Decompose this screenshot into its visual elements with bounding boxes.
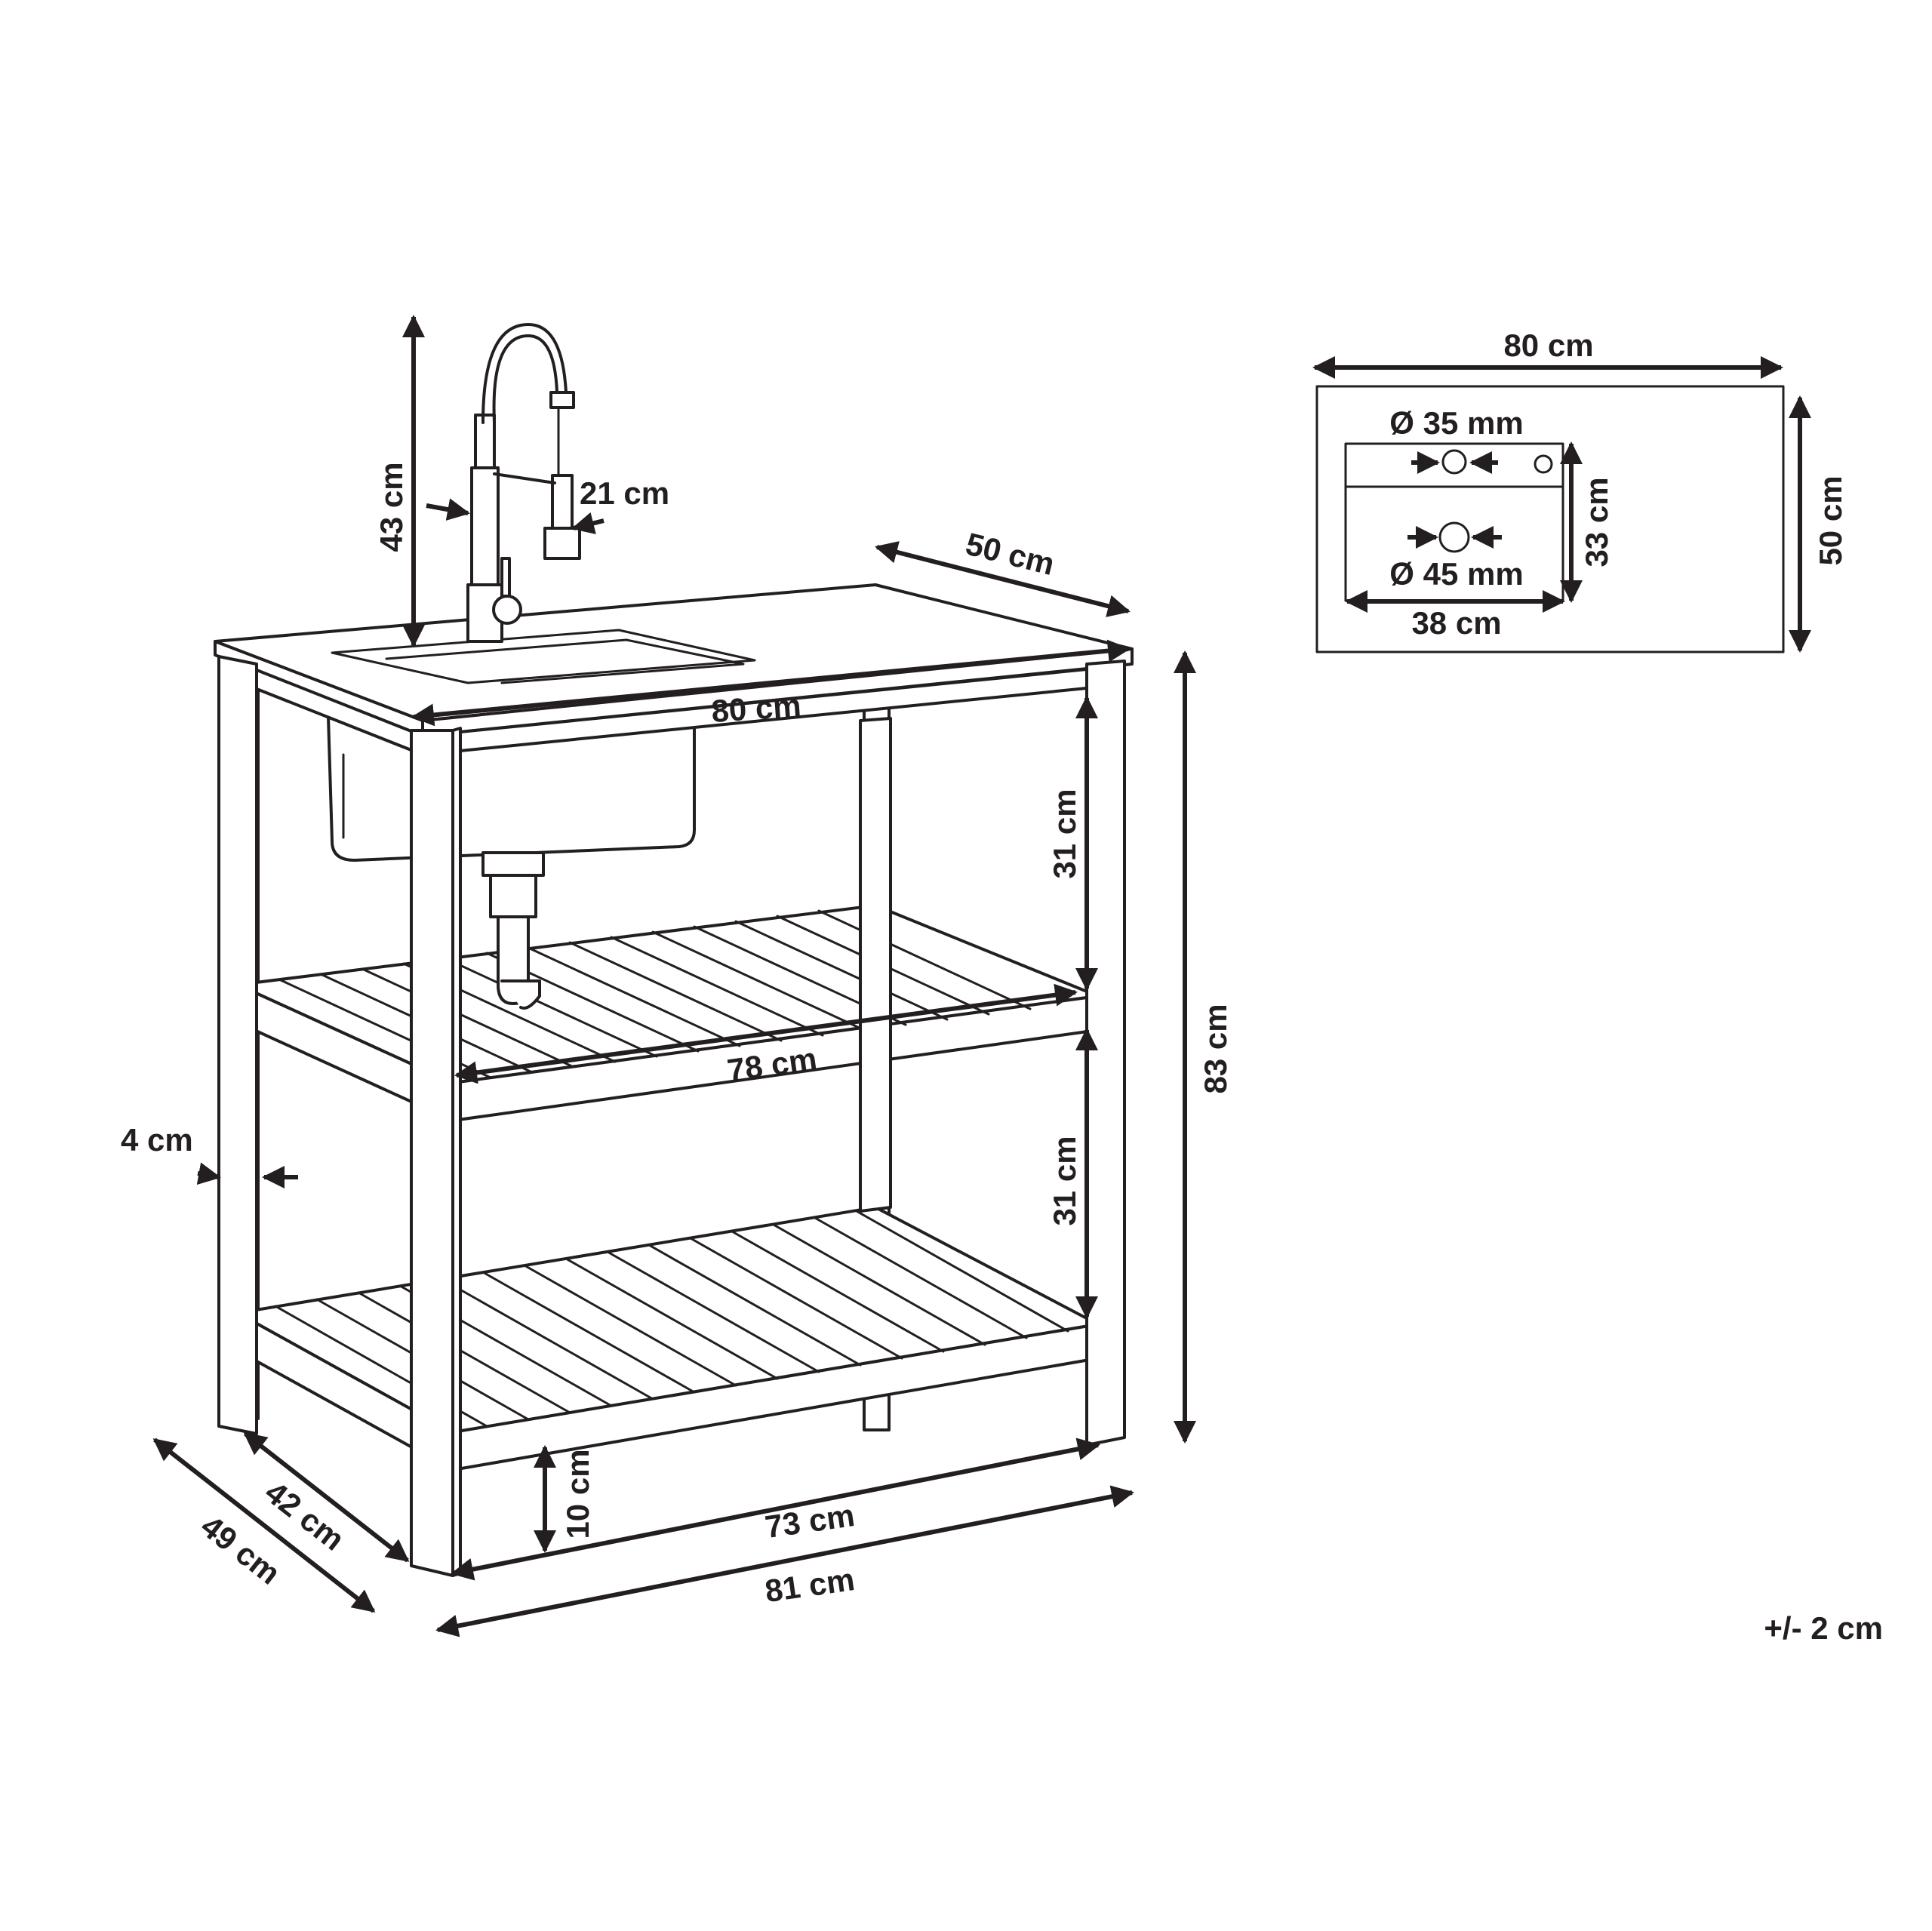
lower-gap-label: 31 cm — [1047, 1136, 1082, 1225]
faucet-spray-label: 21 cm — [580, 475, 669, 511]
total-height-label: 83 cm — [1198, 1004, 1233, 1093]
faucet-height-label: 43 cm — [374, 462, 409, 552]
faucet — [466, 323, 581, 643]
outer-depth-label: 49 cm — [195, 1508, 288, 1591]
upper-gap-label: 31 cm — [1047, 789, 1082, 878]
drain-hole — [1438, 521, 1470, 553]
top-width-dimension — [411, 639, 1131, 727]
tap-hole — [1441, 449, 1467, 475]
tap-hole-label: Ø 35 mm — [1389, 405, 1523, 441]
top-width-label: 80 cm — [710, 687, 802, 729]
middle-shelf-width-dimension — [454, 983, 1078, 1084]
leg-width-label: 4 cm — [121, 1122, 193, 1158]
inner-depth-label: 42 cm — [259, 1474, 352, 1557]
top-depth-dimension — [875, 541, 1131, 617]
lower-shelf — [236, 1206, 1100, 1471]
middle-shelf — [236, 904, 1100, 1122]
top-view-drawing: 80 cm 50 cm Ø 35 mm Ø 45 mm 33 cm 38 cm — [1312, 327, 1848, 653]
outer-depth-dimension — [152, 1437, 376, 1613]
top-view-width-label: 80 cm — [1503, 327, 1593, 363]
bottom-outer-width-label: 81 cm — [763, 1561, 857, 1609]
top-view-depth-label: 50 cm — [1813, 475, 1848, 565]
bottom-inner-width-label: 73 cm — [763, 1497, 857, 1545]
basin-depth-label: 33 cm — [1579, 477, 1614, 567]
sink-cabinet-drawing — [214, 323, 1134, 1577]
ground-clearance-label: 10 cm — [560, 1449, 595, 1539]
tolerance-note: +/- 2 cm — [1764, 1610, 1883, 1646]
basin-width-label: 38 cm — [1411, 605, 1501, 641]
drain-hole-label: Ø 45 mm — [1389, 556, 1523, 592]
bottom-outer-width-dimension — [435, 1485, 1134, 1637]
